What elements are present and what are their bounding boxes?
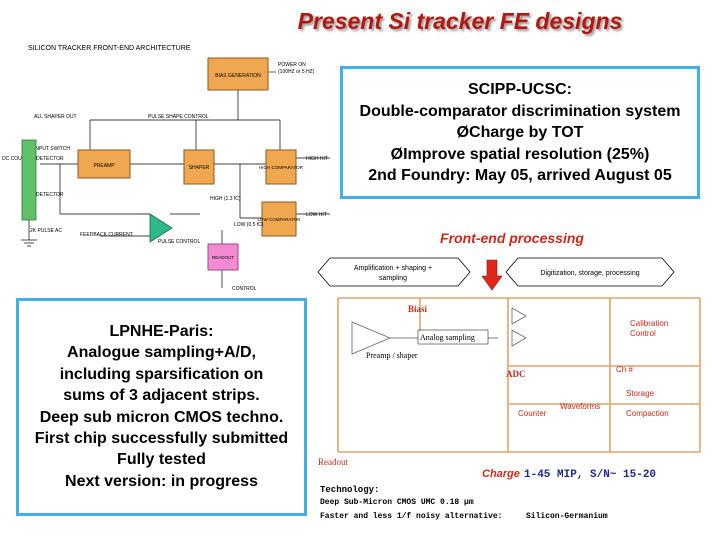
bias-generation-block: [207, 57, 269, 91]
technology-line-2: Faster and less 1/f noisy alternative:: [320, 512, 502, 521]
detector-label: DETECTOR: [36, 192, 64, 198]
shaper-label: SHAPER: [189, 165, 210, 171]
analog-sampling-label: Analog sampling: [420, 333, 475, 342]
all-shaper-out-label: ALL SHAPER OUT: [34, 114, 77, 120]
preamp-block: [77, 149, 131, 179]
ac-pulse-label: 2K PULSE AC: [30, 228, 62, 234]
amplification-label-1: Amplification + shaping +: [354, 265, 432, 272]
shaper-block: [183, 149, 215, 185]
lpnhe-line-2: Analogue sampling+A/D,: [67, 344, 256, 362]
page-title: Present Si tracker FE designs: [297, 8, 623, 34]
bias-label: Biasi: [408, 304, 428, 314]
low-comparator-label: LOW COMPARATOR: [257, 217, 301, 222]
ucsc-line-4: ØImprove spatial resolution (25%): [390, 145, 650, 163]
technology-alt: Silicon-Germanium: [526, 512, 608, 521]
readout-label-right: Readout: [318, 457, 348, 467]
pulse-shape-control-label: PULSE SHAPE CONTROL: [148, 114, 209, 120]
bias-generation-label: BIAS GENERATION: [215, 73, 261, 79]
ch-label: Ch #: [616, 365, 633, 374]
power-on-sub-label: (100HZ or 5 HZ): [278, 69, 315, 75]
technology-heading: Technology:: [320, 485, 379, 495]
lpnhe-line-8: Next version: in progress: [65, 472, 258, 490]
storage-label: Storage: [626, 389, 655, 398]
calibration-label-1: Calibration: [630, 319, 668, 328]
comparator-2: [511, 329, 527, 347]
low-threshold-label: LOW (0.5 fC): [234, 222, 264, 228]
low-hit-label: LOW HIT: [306, 212, 327, 218]
diagram-heading: SILICON TRACKER FRONT-END ARCHITECTURE: [28, 45, 191, 52]
high-comparator-label: HIGH COMPARATOR: [259, 165, 304, 170]
ucsc-description-box: SCIPP-UCSC: Double-comparator discrimina…: [340, 66, 700, 199]
ucsc-line-5: 2nd Foundry: May 05, arrived August 05: [368, 167, 672, 184]
feedback-current-label: FEEDBACK CURRENT: [80, 232, 133, 238]
high-hit-label: HIGH HIT: [306, 156, 328, 162]
lpnhe-line-1: LPNHE-Paris:: [109, 323, 214, 340]
comparator-1: [511, 307, 527, 325]
lpnhe-line-4: sums of 3 adjacent strips.: [63, 387, 260, 405]
ucsc-line-1: SCIPP-UCSC:: [467, 81, 572, 98]
ucsc-line-3: ØCharge by TOT: [456, 124, 584, 141]
counter-label: Counter: [518, 409, 547, 418]
lpnhe-line-5: Deep sub micron CMOS techno.: [39, 408, 284, 426]
lpnhe-description-box: LPNHE-Paris: Analogue sampling+A/D, incl…: [16, 298, 307, 516]
power-on-label: POWER ON: [278, 62, 306, 68]
waveforms-label: Waveforms: [560, 402, 600, 411]
charge-label: Charge: [482, 468, 520, 480]
high-threshold-label: HIGH (1.3 fC): [210, 196, 241, 202]
feedback-amplifier: [149, 213, 173, 243]
readout-block: [207, 243, 239, 271]
digitization-arrow: [505, 257, 675, 287]
adc-label: ADC: [506, 369, 526, 379]
technology-line-1: Deep Sub-Micron CMOS UMC 0.18 µm: [320, 498, 474, 507]
calibration-label-2: Control: [630, 329, 656, 338]
low-comparator-block: [261, 201, 297, 237]
charge-value: 1-45 MIP, S/N~ 15-20: [524, 469, 656, 481]
preamp-label: PREAMP: [93, 163, 115, 169]
lpnhe-line-6: First chip successfully submitted: [34, 430, 289, 448]
readout-label: READOUT: [212, 255, 234, 260]
boundary-arrow: [481, 259, 503, 291]
amplification-label-2: sampling: [379, 275, 407, 282]
control-label: CONTROL: [232, 286, 257, 292]
lpnhe-line-7: Fully tested: [117, 451, 206, 469]
front-end-processing-title: Front-end processing: [440, 230, 584, 246]
preamp-shaper-label: Preamp / shaper: [366, 351, 418, 360]
input-switch-label: INPUT SWITCH: [34, 146, 70, 152]
analog-sampling-box: [417, 329, 489, 345]
lpnhe-line-3: including sparsification on: [59, 365, 264, 383]
compaction-label: Compaction: [626, 409, 669, 418]
amplification-arrow: [317, 257, 471, 287]
pulse-control-label: PULSE CONTROL: [158, 239, 200, 245]
digitization-label: Digitization, storage, processing: [540, 270, 639, 277]
preamp-triangle: [351, 321, 392, 355]
ucsc-line-2: Double-comparator discrimination system: [359, 102, 681, 120]
high-comparator-block: [265, 149, 297, 185]
